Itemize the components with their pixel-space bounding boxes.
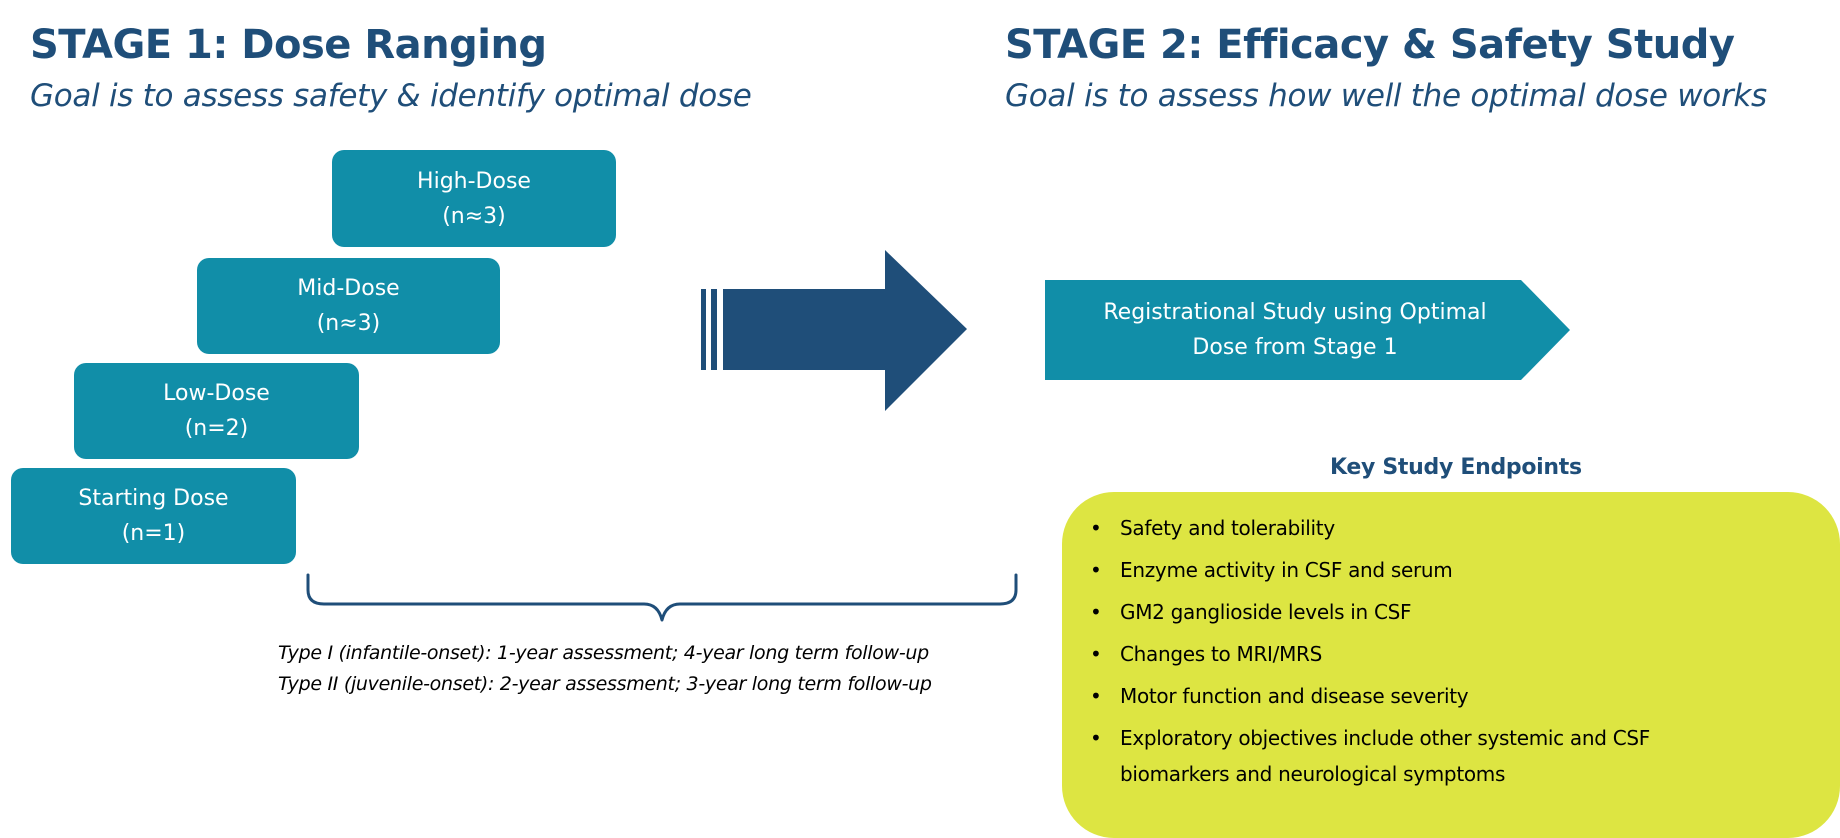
dose-box-starting: Starting Dose (n=1) (11, 468, 296, 564)
endpoint-text: Safety and tolerability (1120, 516, 1335, 540)
arrow-stripe-1 (701, 289, 706, 370)
list-item: • Enzyme activity in CSF and serum (1090, 552, 1680, 588)
stage1-title: STAGE 1: Dose Ranging (30, 22, 547, 68)
arrow-stripe-2 (711, 289, 717, 370)
banner-line-1: Registrational Study using Optimal (1103, 300, 1487, 325)
registrational-study-banner: Registrational Study using Optimal Dose … (1045, 280, 1545, 380)
dose-label: Low-Dose (163, 381, 270, 406)
pentagon-arrow-banner (1045, 280, 1570, 380)
stage1-goal: Goal is to assess safety & identify opti… (30, 78, 752, 114)
dose-count: (n≈3) (316, 311, 381, 336)
bullet-icon: • (1090, 684, 1102, 708)
list-item: • Exploratory objectives include other s… (1090, 720, 1680, 792)
endpoint-text: Changes to MRI/MRS (1120, 642, 1323, 666)
stage2-goal: Goal is to assess how well the optimal d… (1005, 78, 1767, 114)
dose-count: (n=1) (121, 521, 186, 546)
followup-type-1: Type I (infantile-onset): 1-year assessm… (278, 642, 929, 664)
list-item: • GM2 ganglioside levels in CSF (1090, 594, 1680, 630)
bullet-icon: • (1090, 726, 1102, 750)
banner-shape (1045, 280, 1570, 380)
endpoints-list: • Safety and tolerability • Enzyme activ… (1090, 510, 1680, 798)
dose-count: (n=2) (184, 416, 249, 441)
dose-label: Starting Dose (78, 486, 229, 511)
bullet-icon: • (1090, 516, 1102, 540)
bullet-icon: • (1090, 600, 1102, 624)
endpoint-text: GM2 ganglioside levels in CSF (1120, 600, 1412, 624)
list-item: • Changes to MRI/MRS (1090, 636, 1680, 672)
banner-line-2: Dose from Stage 1 (1192, 335, 1398, 360)
bullet-icon: • (1090, 558, 1102, 582)
followup-type-2: Type II (juvenile-onset): 2-year assessm… (278, 673, 932, 695)
bullet-icon: • (1090, 642, 1102, 666)
endpoint-text: Motor function and disease severity (1120, 684, 1469, 708)
stage2-title: STAGE 2: Efficacy & Safety Study (1005, 22, 1735, 68)
arrow-body (723, 250, 967, 411)
endpoint-text: Exploratory objectives include other sys… (1120, 726, 1650, 786)
curly-brace (306, 573, 1018, 622)
list-item: • Safety and tolerability (1090, 510, 1680, 546)
dose-label: Mid-Dose (297, 276, 400, 301)
dose-label: High-Dose (417, 168, 531, 194)
list-item: • Motor function and disease severity (1090, 678, 1680, 714)
right-arrow-icon (701, 250, 967, 411)
endpoints-box: • Safety and tolerability • Enzyme activ… (1062, 492, 1840, 838)
endpoints-title: Key Study Endpoints (1330, 455, 1582, 480)
dose-box-low: Low-Dose (n=2) (74, 363, 359, 459)
dose-count: (n≈3) (442, 203, 506, 229)
brace-path (306, 573, 1018, 622)
endpoint-text: Enzyme activity in CSF and serum (1120, 558, 1453, 582)
dose-box-high: High-Dose (n≈3) (332, 150, 616, 247)
dose-box-mid: Mid-Dose (n≈3) (197, 258, 500, 354)
